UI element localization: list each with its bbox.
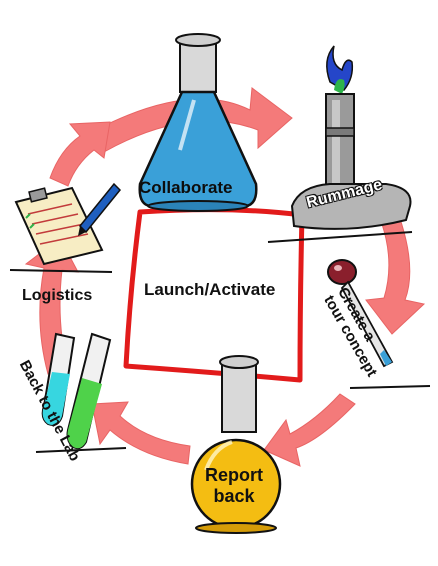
arrow-right (365, 187, 426, 335)
arrow-bottom-right (263, 393, 356, 467)
test-tubes-icon (35, 332, 127, 453)
stage-report-line2: back (213, 485, 255, 506)
center-frame (123, 207, 305, 383)
stage-report-label: Report back (196, 465, 272, 506)
bunsen-burner-icon (267, 45, 413, 243)
erlenmeyer-flask-icon (138, 33, 258, 212)
arrow-bottom-left (91, 401, 191, 465)
clipboard-icon (9, 182, 122, 273)
center-label: Launch/Activate (144, 280, 276, 299)
arrow-left-top (49, 121, 111, 187)
stage-report-line1: Report (205, 465, 263, 485)
stage-logistics-label: Logistics (22, 287, 93, 304)
dropper-icon (327, 259, 431, 389)
round-flask-icon (190, 355, 282, 534)
stage-collaborate-label: Collaborate (139, 178, 233, 197)
